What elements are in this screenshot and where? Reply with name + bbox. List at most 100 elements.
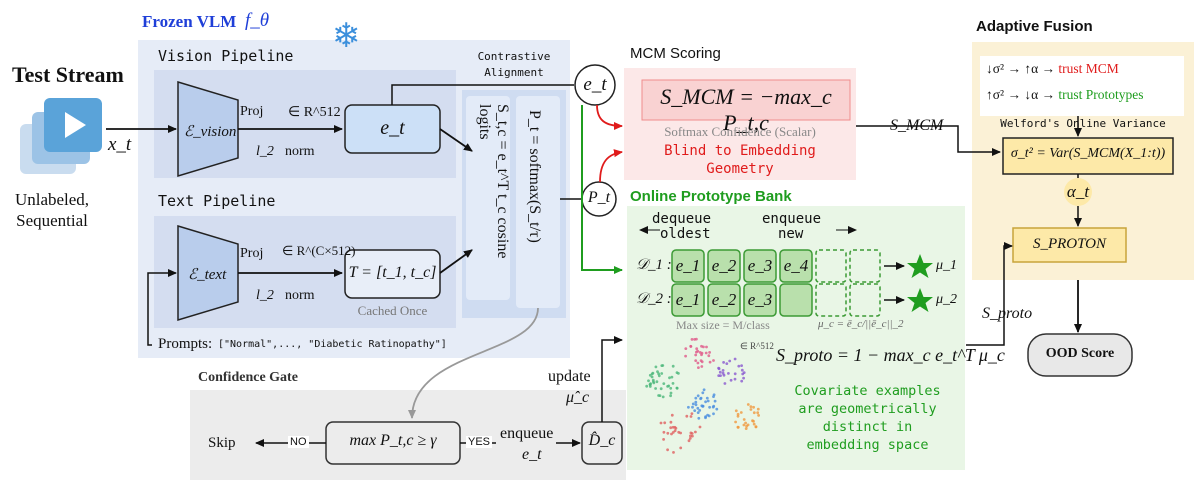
- scatter-point: [742, 423, 746, 427]
- fusion-rule-2-prefix: ↑σ² → ↓α →: [986, 87, 1056, 102]
- scatter-point: [725, 362, 729, 365]
- text-space-label: ∈ R^(C×512): [282, 243, 356, 258]
- gate-enqueue-2: e_t: [522, 446, 542, 463]
- fusion-rule-1: ↓σ² → ↑α → trust MCM: [986, 61, 1119, 77]
- text-pipeline-title: Text Pipeline: [158, 192, 276, 210]
- scatter-point: [687, 405, 690, 409]
- mcm-formula-box: [641, 79, 851, 121]
- scatter-point: [673, 429, 677, 433]
- scatter-point: [697, 366, 700, 369]
- scatter-point: [739, 411, 743, 414]
- scatter-point: [684, 354, 687, 358]
- scatter-point: [687, 439, 691, 443]
- mcm-blind-2: Geometry: [706, 161, 774, 177]
- scatter-point: [746, 403, 750, 406]
- enqueue-label-1: enqueue: [762, 211, 822, 227]
- scatter-point: [679, 446, 683, 450]
- fusion-title: Adaptive Fusion: [976, 18, 1093, 35]
- scatter-point: [742, 376, 745, 380]
- text-encoder-shape: [177, 224, 239, 322]
- scatter-point: [697, 416, 701, 420]
- scatter-point: [645, 384, 649, 388]
- test-stream-caption-1: Unlabeled,: [14, 190, 90, 209]
- scatter-point: [662, 382, 666, 385]
- row1-cell: e_4: [783, 256, 809, 275]
- text-l2-label: l_2: [256, 288, 274, 303]
- scatter-point: [679, 431, 682, 435]
- scatter-point: [733, 357, 737, 361]
- vision-encoder-shape: [177, 80, 239, 178]
- buffer-label: D̂_c: [588, 432, 616, 449]
- scatter-point: [669, 426, 673, 430]
- variance-label: σ_t² = Var(S_MCM(X_1:t)): [1010, 146, 1166, 161]
- proto-row-1: [671, 249, 881, 283]
- scatter-point: [666, 431, 670, 435]
- scatter-point: [671, 364, 675, 368]
- yes-label: YES: [466, 436, 493, 448]
- proto-out-label: S_proto: [982, 305, 1033, 322]
- update-label-1: update: [548, 368, 591, 385]
- scatter-point: [670, 375, 674, 379]
- scatter-point: [688, 437, 692, 440]
- scatter-point: [749, 405, 753, 408]
- gate-condition: max P_t,c ≥ γ: [349, 432, 437, 449]
- scatter-point: [694, 400, 698, 404]
- scatter-point: [721, 369, 725, 372]
- scatter-point: [652, 380, 655, 383]
- row2-cell: e_1: [675, 290, 701, 309]
- embedding-scatter: [645, 337, 760, 454]
- scatter-point: [705, 345, 708, 349]
- fusion-rule-2-action: trust Prototypes: [1058, 87, 1144, 102]
- scatter-point: [691, 402, 695, 406]
- scatter-point: [734, 420, 737, 424]
- scatter-point: [715, 407, 719, 411]
- scatter-point: [712, 395, 715, 398]
- scatter-point: [694, 403, 698, 407]
- scatter-point: [689, 434, 692, 438]
- scatter-point: [662, 430, 666, 434]
- scatter-point: [669, 386, 673, 390]
- row2-mu: μ_2: [936, 292, 958, 307]
- ood-label: OOD Score: [1045, 346, 1115, 361]
- fusion-rule-1-prefix: ↓σ² → ↑α →: [986, 61, 1056, 76]
- scatter-point: [733, 372, 737, 376]
- scatter-point: [672, 451, 675, 454]
- scatter-point: [695, 347, 699, 351]
- scatter-point: [684, 347, 688, 350]
- scatter-point: [717, 374, 721, 377]
- scatter-point: [740, 379, 744, 383]
- scatter-point: [713, 399, 717, 403]
- scatter-point: [696, 361, 700, 365]
- scatter-point: [695, 350, 698, 354]
- row1-label: 𝒟_1 :: [636, 257, 672, 273]
- scatter-point: [674, 426, 678, 430]
- scatter-point: [658, 394, 662, 397]
- scatter-point: [660, 364, 664, 367]
- covariate-text-3: distinct in: [822, 419, 913, 435]
- scatter-point: [696, 406, 700, 410]
- scatter-point: [669, 420, 673, 424]
- scatter-point: [707, 414, 711, 418]
- scatter-point: [712, 412, 715, 416]
- scatter-point: [689, 344, 693, 348]
- scatter-point: [700, 365, 704, 368]
- prompts-label: Prompts:: [158, 336, 213, 352]
- softmax-label: P_t = softmax(S_t/τ): [526, 110, 543, 243]
- scatter-point: [671, 425, 675, 429]
- scatter-point: [694, 430, 697, 434]
- scatter-point: [656, 370, 659, 373]
- scatter-point: [706, 399, 710, 403]
- scatter-point: [727, 372, 730, 375]
- scatter-point: [689, 431, 693, 435]
- video-stack-icon: [20, 98, 102, 174]
- scatter-point: [696, 394, 700, 398]
- scatter-point: [718, 370, 722, 374]
- scatter-point: [756, 407, 760, 411]
- row2-label: 𝒟_2 :: [636, 291, 672, 307]
- scatter-point: [693, 409, 697, 412]
- scatter-point: [690, 338, 694, 341]
- scatter-point: [690, 412, 694, 415]
- et-node: [574, 64, 616, 106]
- vision-proj-label: Proj: [240, 104, 264, 119]
- enqueue-label-2: new: [778, 226, 804, 242]
